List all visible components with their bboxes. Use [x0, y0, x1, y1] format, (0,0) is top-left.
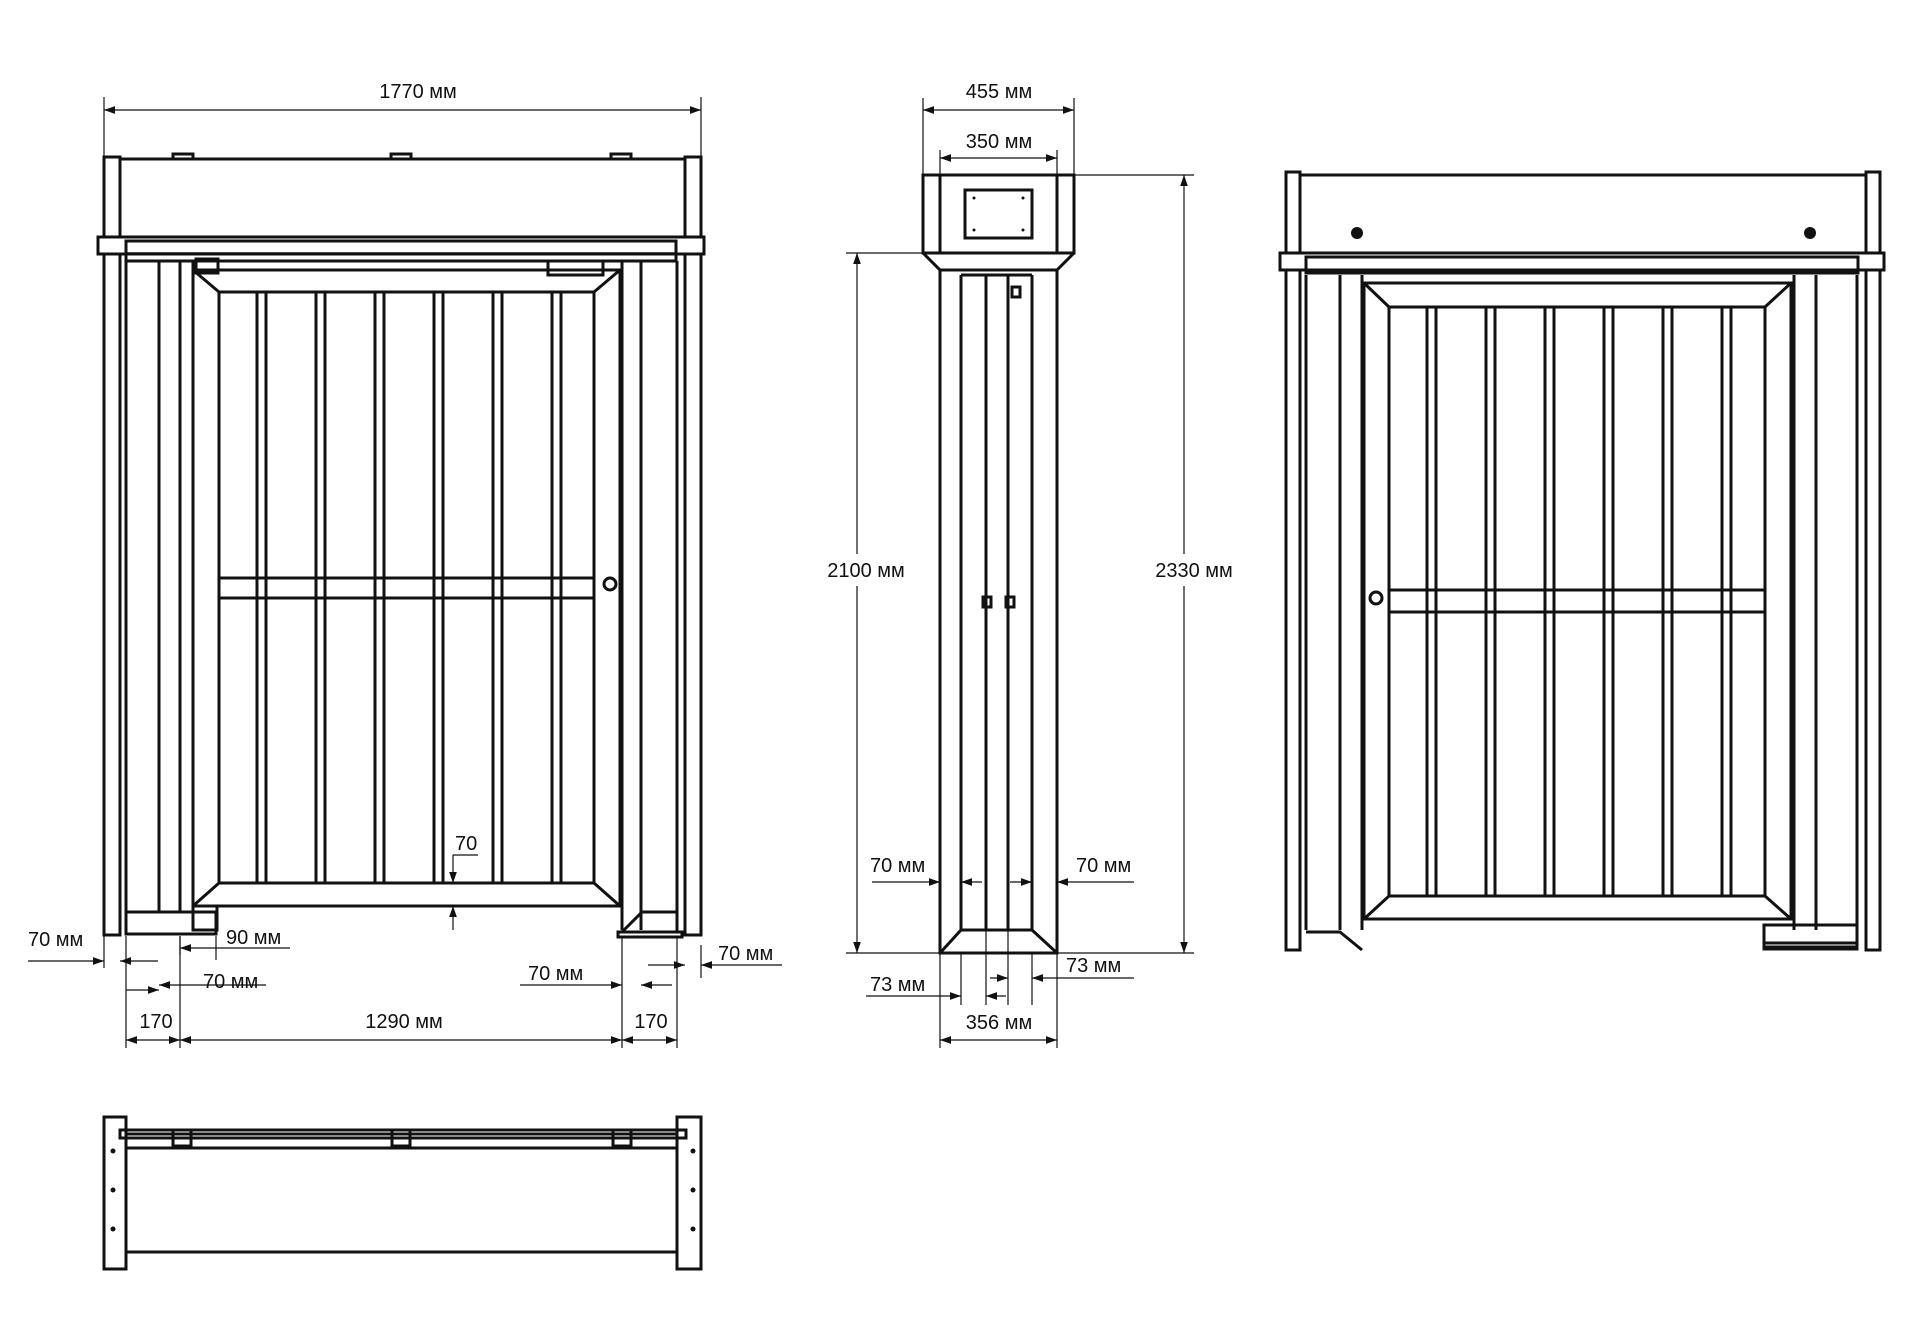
side-inspection-box: [963, 188, 1034, 240]
rear-door-handle-icon: [1368, 590, 1384, 606]
dim-right-post: 70 мм: [718, 943, 773, 965]
dim-base-width: 356 мм: [966, 1012, 1032, 1034]
dim-side-left-post: 70 мм: [870, 855, 925, 877]
dim-bottom-rail: 70: [455, 833, 477, 855]
side-view: [921, 173, 1076, 955]
front-top-header: [118, 157, 687, 239]
front-left-post: [102, 155, 122, 937]
dim-right-gap: 70 мм: [528, 963, 583, 985]
front-view: [96, 152, 706, 939]
dim-side-left-offset: 73 мм: [870, 974, 925, 996]
front-dimensions: 1770 мм 70 мм 90 мм 70 мм 70 мм 70 мм 17: [28, 81, 782, 1048]
dim-overall-width: 1770 мм: [379, 81, 457, 103]
side-top-block: [921, 173, 1076, 255]
dim-left-gap: 70 мм: [203, 971, 258, 993]
dim-side-right-offset: 73 мм: [1066, 955, 1121, 977]
dim-box-width: 350 мм: [966, 131, 1032, 153]
dim-left-post: 70 мм: [28, 929, 83, 951]
dim-right-section: 170: [634, 1011, 667, 1033]
rear-left-post: [1284, 170, 1302, 952]
front-right-post: [683, 155, 703, 937]
dim-door-height: 2100 мм: [827, 560, 905, 582]
rear-right-post: [1864, 170, 1882, 952]
rear-top-header: [1298, 173, 1868, 255]
dim-door-opening: 1290 мм: [365, 1011, 443, 1033]
front-door-slats: [255, 290, 563, 885]
rear-bolt-icon: [1351, 227, 1363, 239]
dim-total-height: 2330 мм: [1155, 560, 1233, 582]
dim-side-right-post: 70 мм: [1076, 855, 1131, 877]
top-view: [102, 1115, 703, 1271]
front-door-panel: [217, 290, 596, 885]
side-dimensions: 455 мм 350 мм 2100 мм 2330 мм 70 мм 70 м…: [820, 81, 1240, 1048]
top-right-post: [675, 1115, 703, 1271]
rear-door-slats: [1425, 305, 1733, 898]
front-door-crossbar: [217, 576, 596, 600]
front-door-frame: [191, 268, 622, 908]
dim-top-width: 455 мм: [966, 81, 1032, 103]
rear-door-crossbar: [1387, 588, 1767, 614]
rear-door-frame: [1362, 281, 1793, 921]
top-left-post: [102, 1115, 128, 1271]
side-body: [938, 268, 1059, 955]
rear-view: [1278, 170, 1886, 952]
top-body: [124, 1132, 679, 1254]
rear-door-panel: [1387, 305, 1767, 898]
dim-left-section: 170: [139, 1011, 172, 1033]
front-door-handle-icon: [602, 576, 618, 592]
rear-bolt-icon: [1804, 227, 1816, 239]
dim-left-inner-offset: 90 мм: [226, 927, 281, 949]
